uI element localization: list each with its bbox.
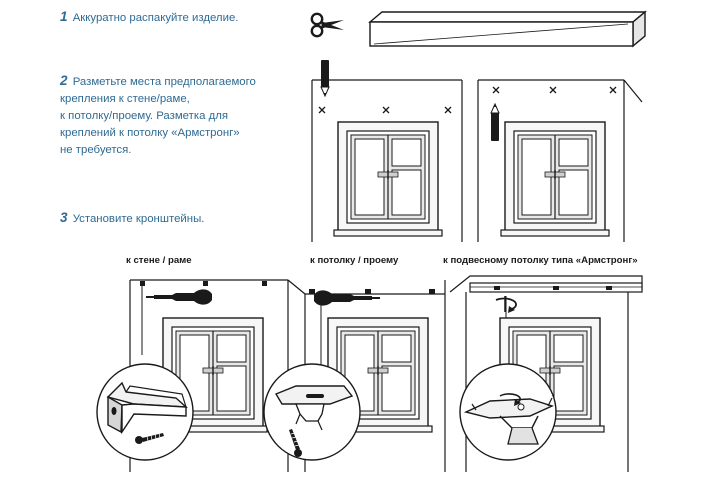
scissors-icon [310,12,344,38]
mount-scene-armstrong [449,275,643,472]
bracket-icon [274,385,354,431]
pencil-icon [490,102,500,141]
step-3: 3 Установите кронштейны. [60,209,204,228]
bracket-detail-armstrong [459,363,557,461]
pencil-icon [320,60,330,98]
rotate-arrow-icon [495,296,517,313]
step-text: Установите кронштейны. [72,213,205,225]
caption-armstrong-mount: к подвесному потолку типа «Армстронг» [443,255,638,266]
marking-scene-wall [311,79,463,242]
screw-icon [289,429,302,457]
screw-icon [135,432,164,444]
bracket-detail-ceiling [263,363,361,461]
caption-wall-mount: к стене / раме [126,255,192,266]
rotate-arrow-icon [499,393,521,406]
step-1: 1 Аккуратно распакуйте изделие. [60,8,238,27]
step-number: 1 [60,9,68,24]
package-box [368,10,647,48]
step-text: Разметьте места предполагаемого креплени… [60,76,256,156]
marking-scene-ceiling [477,79,643,242]
caption-ceiling-mount: к потолку / проему [310,255,399,266]
step-2: 2 Разметьте места предполагаемого крепле… [60,72,256,159]
step-text: Аккуратно распакуйте изделие. [72,12,239,24]
step-number: 2 [60,73,68,88]
step-number: 3 [60,210,68,225]
bracket-detail-wall [96,363,194,461]
bracket-icon [106,381,188,435]
bracket-icon [463,397,554,445]
screwdriver-icon [146,289,212,305]
